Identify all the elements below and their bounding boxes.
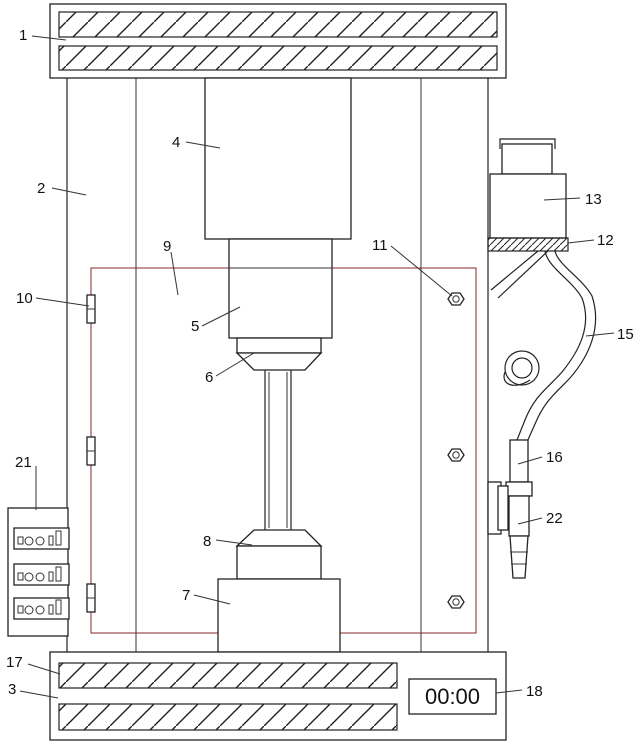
specimen <box>264 370 292 530</box>
label-7: 7 <box>182 587 190 604</box>
load-column <box>228 238 333 339</box>
label-21: 21 <box>15 454 32 471</box>
reservoir-assembly <box>487 138 569 299</box>
label-6: 6 <box>205 369 213 386</box>
label-10: 10 <box>16 290 33 307</box>
spray-nozzle <box>505 439 533 579</box>
label-1: 1 <box>19 27 27 44</box>
top-beam <box>49 3 507 79</box>
door-hinges <box>86 294 96 613</box>
coolant-hose <box>503 250 597 443</box>
label-13: 13 <box>585 191 602 208</box>
label-15: 15 <box>617 326 634 343</box>
nozzle-bracket <box>487 481 509 535</box>
leader-lines <box>19 35 615 699</box>
label-9: 9 <box>163 238 171 255</box>
label-2: 2 <box>37 180 45 197</box>
label-18: 18 <box>526 683 543 700</box>
label-8: 8 <box>203 533 211 550</box>
label-5: 5 <box>191 318 199 335</box>
control-panel <box>7 507 70 637</box>
label-3: 3 <box>8 681 16 698</box>
label-4: 4 <box>172 134 180 151</box>
lower-base-block <box>217 578 341 653</box>
door-bolts <box>447 292 465 609</box>
timer-display: 00:00 <box>408 678 497 715</box>
part-labels: 1 2 4 9 10 11 5 6 8 7 21 13 12 15 16 22 … <box>6 27 634 700</box>
lower-clamp <box>235 529 323 580</box>
timer-readout: 00:00 <box>425 684 480 709</box>
label-22: 22 <box>546 510 563 527</box>
label-11: 11 <box>372 237 388 254</box>
label-17: 17 <box>6 654 23 671</box>
label-12: 12 <box>597 232 614 249</box>
upper-actuator <box>204 77 352 240</box>
upper-clamp <box>235 337 323 371</box>
label-16: 16 <box>546 449 563 466</box>
